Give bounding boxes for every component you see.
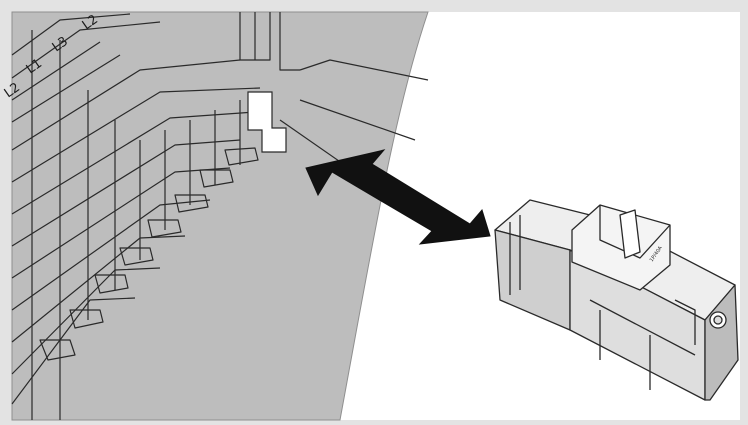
phase-label-3: L1 [24, 56, 45, 77]
circuit-breaker-module [494, 199, 739, 401]
insert-remove-arrow [305, 149, 491, 245]
empty-breaker-slot [247, 91, 287, 153]
phase-label-4: L2 [2, 80, 23, 101]
breaker-row [11, 12, 429, 420]
phase-label-2: L3 [50, 34, 71, 55]
phase-label-1: L2 [80, 12, 101, 33]
